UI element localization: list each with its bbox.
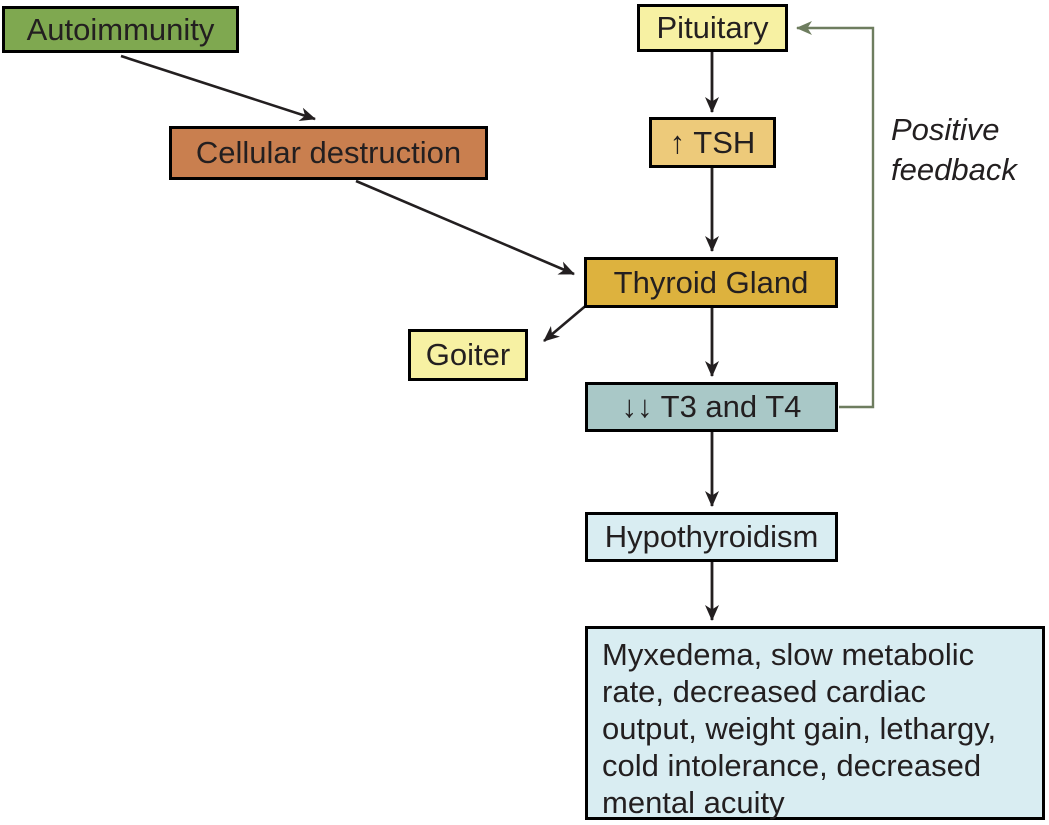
node-increased-tsh-label: ↑ TSH	[669, 124, 756, 160]
arrow-feedback-t3t4-to-pituitary	[796, 21, 875, 409]
node-decreased-t3-t4: ↓↓ T3 and T4	[585, 382, 838, 432]
node-hypothyroidism-label: Hypothyroidism	[604, 519, 819, 555]
node-decreased-t3-t4-label: ↓↓ T3 and T4	[621, 389, 802, 425]
node-effects-list: Myxedema, slow metabolic rate, decreased…	[585, 626, 1045, 820]
node-hypothyroidism: Hypothyroidism	[585, 512, 838, 562]
node-pituitary: Pituitary	[637, 4, 788, 52]
node-goiter-label: Goiter	[425, 337, 511, 373]
positive-feedback-annotation: Positive feedback	[891, 112, 1017, 187]
node-cellular-destruction: Cellular destruction	[169, 126, 488, 180]
node-cellular-destruction-label: Cellular destruction	[195, 135, 462, 171]
node-thyroid-gland: Thyroid Gland	[584, 257, 838, 308]
node-goiter: Goiter	[408, 329, 528, 381]
node-thyroid-gland-label: Thyroid Gland	[613, 264, 809, 300]
node-autoimmunity: Autoimmunity	[2, 6, 239, 53]
arrow-autoimmunity-to-cellular-destruction	[120, 54, 316, 122]
node-autoimmunity-label: Autoimmunity	[26, 11, 215, 47]
arrow-cellular-destruction-to-thyroid-gland	[355, 179, 575, 276]
arrow-thyroid-gland-to-goiter	[543, 302, 590, 342]
node-increased-tsh: ↑ TSH	[649, 117, 776, 168]
node-pituitary-label: Pituitary	[656, 10, 769, 46]
